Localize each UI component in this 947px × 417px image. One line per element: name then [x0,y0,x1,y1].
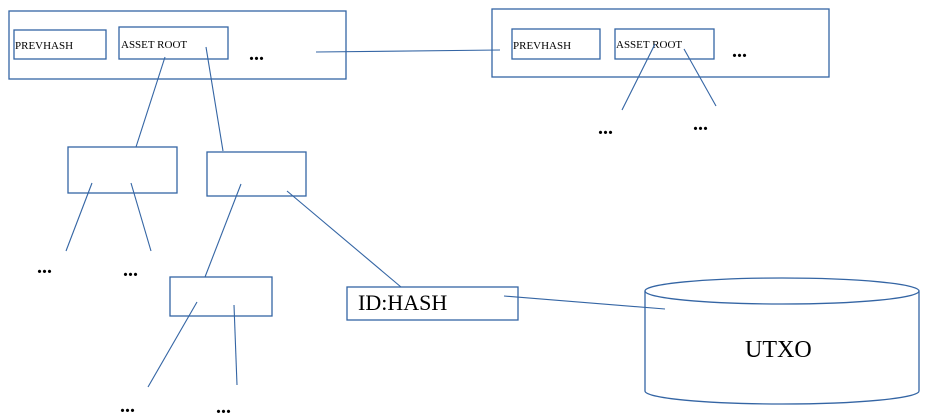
block-2-asset-root-label: ASSET ROOT [616,39,682,51]
block-1-asset-root-label: ASSET ROOT [121,39,187,51]
lower-node-child-right-edge [233,304,238,386]
left-node-child-right-ellipsis: ... [123,259,138,281]
block-1-ellipsis: ... [249,43,264,65]
root-to-right-node-edge [205,46,224,152]
tree-node-left [67,146,178,194]
block-2-asset-root-box [614,28,715,60]
block-2 [491,8,830,78]
lower-node-child-left-edge [147,301,198,388]
block-1-asset-root-box [118,26,229,60]
block-1-prevhash-label: PREVHASH [15,40,73,52]
tree-node-lower [169,276,273,317]
block-2-ellipsis: ... [732,40,747,62]
chain-link-edge [315,49,501,53]
block-2-child-right-ellipsis: ... [693,113,708,135]
lower-node-child-right-ellipsis: ... [216,396,231,417]
leaf-id-hash-box [346,286,519,321]
leaf-id-hash-label: ID:HASH [358,290,447,315]
left-node-child-right-edge [130,182,152,252]
block-1 [8,10,347,80]
utxo-database-body [644,291,920,405]
block-2-child-right-edge [683,48,717,107]
utxo-database-label: UTXO [745,337,812,363]
lower-node-child-left-ellipsis: ... [120,395,135,417]
right-node-to-lower-node-edge [204,183,242,278]
block-2-prevhash-label: PREVHASH [513,40,571,52]
root-to-left-node-edge [135,56,166,148]
utxo-database [644,277,920,405]
tree-node-right [206,151,307,197]
leaf-to-utxo-edge [503,295,666,310]
left-node-child-left-ellipsis: ... [37,256,52,278]
block-1-prevhash-box [13,29,107,60]
left-node-child-left-edge [65,182,93,252]
block-2-child-left-edge [621,43,656,111]
right-node-to-leaf-edge [286,190,402,288]
utxo-database-top [644,277,920,305]
block-2-child-left-ellipsis: ... [598,117,613,139]
block-2-prevhash-box [511,28,601,60]
